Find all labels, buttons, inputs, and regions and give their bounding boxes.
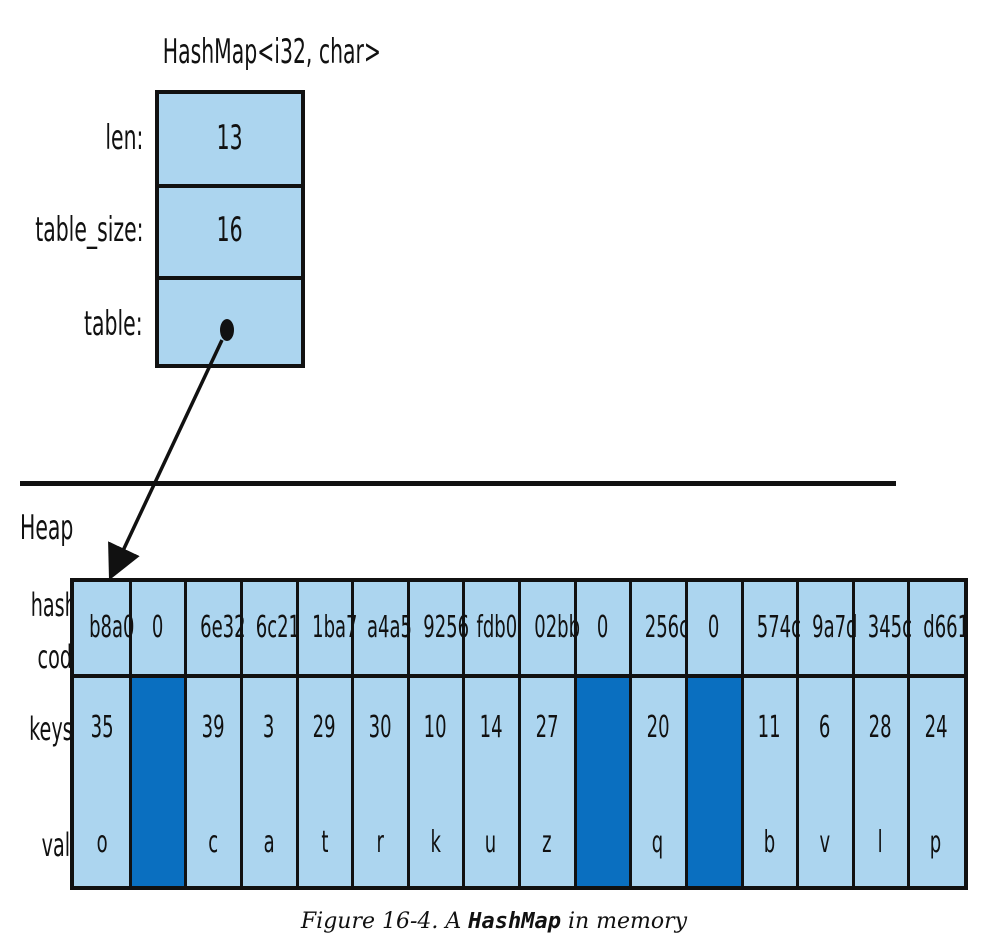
field-value-len: 13 (217, 118, 243, 158)
value-text: t (320, 825, 329, 860)
field-label-table: table: (84, 304, 143, 344)
table-column-divider (685, 582, 688, 886)
key-text: 6 (819, 710, 831, 745)
value-text: l (877, 825, 884, 860)
field-label-table-size: table_size: (34, 210, 143, 250)
empty-bucket (575, 678, 630, 886)
table-column-divider (240, 582, 243, 886)
struct-box: 13 16 (155, 90, 305, 368)
table-column-divider (129, 582, 132, 886)
field-value-table-size: 16 (217, 210, 243, 250)
field-value-table (159, 304, 301, 344)
key-text: 27 (535, 710, 559, 745)
empty-bucket (686, 678, 742, 886)
value-text: r (376, 825, 384, 860)
key-text: 3 (263, 710, 275, 745)
key-value-cell: 29 t (297, 678, 352, 886)
hash-code-cell: 0 (596, 610, 609, 645)
row-label-hash: hash (30, 586, 77, 624)
table-column-divider (852, 582, 855, 886)
caption-code: HashMap (468, 909, 561, 934)
heap-label: Heap (20, 508, 74, 548)
table-column-divider (518, 582, 521, 886)
struct-title-text: HashMap<i32, char> (162, 32, 382, 72)
row-label-codes: codes (37, 638, 94, 676)
value-text: v (819, 825, 831, 860)
figure-caption: Figure 16-4. A HashMap in memory (300, 909, 688, 934)
key-value-cell: 30 r (352, 678, 408, 886)
struct-divider (159, 276, 301, 280)
table-column-divider (907, 582, 910, 886)
table-column-divider (184, 582, 187, 886)
key-text: 10 (424, 710, 447, 745)
hash-code-cell: fdb0 (476, 610, 518, 645)
key-value-cell: 35 o (74, 678, 130, 886)
hash-code-cell: a4a5 (366, 610, 412, 645)
table-column-divider (629, 582, 632, 886)
value-text: k (430, 825, 441, 860)
table-column-divider (574, 582, 577, 886)
pointer-line (108, 339, 224, 581)
table-column-divider (351, 582, 354, 886)
value-text: q (652, 825, 664, 860)
value-text: b (763, 825, 776, 860)
hash-code-cell: 256c (644, 610, 690, 645)
struct-title: HashMap<i32, char> (90, 28, 382, 76)
key-value-cell: 24 p (908, 678, 964, 886)
table-row-divider (74, 674, 964, 678)
key-value-cell: 14 u (463, 678, 519, 886)
value-text: o (96, 825, 108, 860)
empty-bucket (130, 678, 185, 886)
hash-code-cell: 9a7d (812, 610, 858, 645)
table-column-divider (296, 582, 299, 886)
hash-code-cell: 345c (867, 610, 913, 645)
row-label-values: values (0, 828, 104, 862)
hash-code-cell: 0 (151, 610, 164, 645)
table-column-divider (741, 582, 744, 886)
table-column-divider (407, 582, 410, 886)
hash-code-cell: b8a0 (89, 610, 135, 645)
value-text: c (208, 825, 218, 860)
key-value-cell: 10 k (408, 678, 463, 886)
value-text: z (542, 825, 552, 860)
key-text: 39 (201, 710, 225, 745)
key-text: 24 (924, 710, 948, 745)
key-value-cell: 27 z (519, 678, 575, 886)
key-value-cell: 39 c (185, 678, 241, 886)
field-label-len: len: (104, 118, 143, 158)
key-value-cell: 20 q (630, 678, 686, 886)
key-text: 29 (313, 710, 336, 745)
hash-code-cell: d661 (923, 610, 970, 645)
key-value-cell: 28 l (853, 678, 908, 886)
key-text: 14 (479, 710, 503, 745)
hash-code-cell: 0 (708, 610, 720, 645)
value-text: p (930, 825, 942, 860)
key-text: 30 (368, 710, 392, 745)
struct-divider (159, 184, 301, 188)
table-column-divider (796, 582, 799, 886)
row-label-keys: keys (29, 710, 73, 748)
hash-code-cell: 6e32 (200, 610, 246, 645)
hash-code-cell: 574c (756, 610, 802, 645)
hash-code-cell: 02bb (534, 610, 581, 645)
heap-divider-line (20, 481, 896, 486)
hash-code-cell: 9256 (423, 610, 470, 645)
value-text: u (485, 825, 497, 860)
key-text: 20 (646, 710, 670, 745)
key-text: 11 (758, 710, 781, 745)
key-value-cell: 11 b (742, 678, 797, 886)
table-column-divider (462, 582, 465, 886)
hash-code-cell: 1ba7 (312, 610, 358, 645)
value-text: a (263, 825, 275, 860)
key-text: 35 (90, 710, 114, 745)
hash-code-cell: 6c21 (255, 610, 301, 645)
key-text: 28 (869, 710, 892, 745)
